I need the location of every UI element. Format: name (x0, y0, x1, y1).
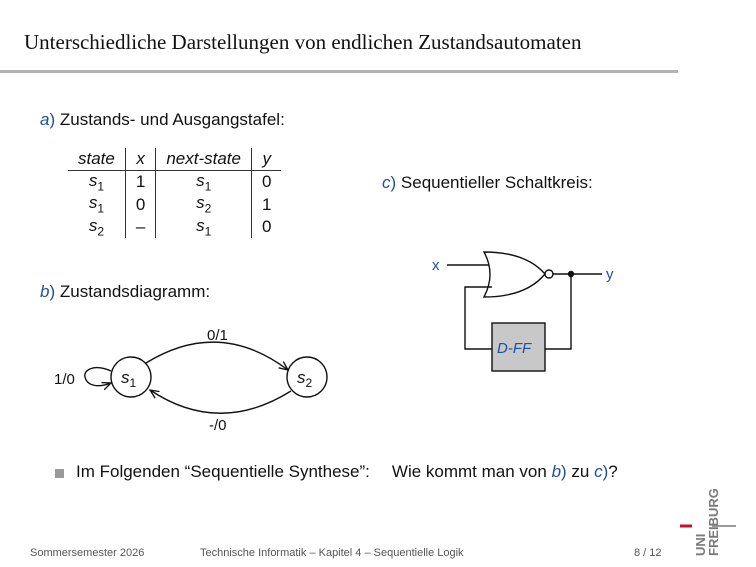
table-header-y: y (251, 148, 282, 171)
table-cell-y: 0 (261, 216, 272, 236)
footer-semester: Sommersemester 2026 (30, 547, 145, 559)
wire-feedback-left (464, 286, 492, 350)
bullet-question-mid: zu (566, 462, 595, 481)
table-cell-next-state: s1 (155, 170, 252, 194)
table-cell-state: s1 (68, 170, 126, 194)
footer-page-number: 8 / 12 (634, 547, 662, 559)
section-b-heading: b) Zustandsdiagramm: (40, 282, 210, 302)
bullet-marker (55, 469, 64, 478)
table-cell-x: 0 (125, 193, 157, 216)
table-row: s1 0 s2 1 (68, 193, 281, 216)
state-node-s1 (110, 356, 152, 398)
edge-label-self-loop: 1/0 (54, 371, 75, 388)
table-header-state: state (68, 148, 126, 171)
state-node-s2 (286, 356, 328, 398)
table-cell-y: 0 (261, 172, 272, 192)
edge-label-bottom: -/0 (209, 417, 227, 434)
table-header-next-state: next-state (155, 148, 252, 171)
state-output-table: state x next-state y s1 1 s1 0 s1 0 s2 1… (68, 148, 282, 239)
bullet-ref-c-paren: ) (602, 462, 609, 481)
bullet-statement: Im Folgenden “Sequentielle Synthese”: (76, 462, 370, 481)
table-header-row: state x next-state y (68, 148, 282, 171)
table-cell-x: 1 (125, 170, 157, 194)
table-header-x: x (125, 148, 157, 171)
bullet-question-end: ? (608, 462, 618, 481)
section-b-paren: ) (49, 282, 56, 301)
table-cell-state: s1 (68, 193, 126, 216)
circuit-input-label: x (432, 257, 440, 274)
bullet-ref-c: c (594, 462, 603, 481)
bullet-question-pre: Wie kommt man von (391, 462, 552, 481)
logo-text-uni: UNI (693, 534, 708, 556)
edge-s1-to-s2 (145, 341, 288, 370)
footer-course: Technische Informatik – Kapitel 4 – Sequ… (200, 547, 464, 559)
bullet-ref-b: b (551, 462, 562, 481)
edge-label-top: 0/1 (207, 327, 228, 344)
university-logo: UNI FREIBURG (680, 488, 736, 556)
section-c-paren: ) (390, 173, 397, 192)
section-a-text: Zustands- und Ausgangstafel: (55, 110, 285, 129)
section-c-label: c (382, 173, 391, 192)
edge-s2-to-s1 (150, 390, 292, 414)
bullet-ref-b-paren: ) (561, 462, 567, 481)
junction-dot (567, 270, 575, 278)
table-row: s1 1 s1 0 (68, 170, 281, 194)
title-rule (0, 70, 678, 73)
section-c-heading: c) Sequentieller Schaltkreis: (382, 173, 593, 193)
edge-s1-self-loop (84, 367, 111, 386)
state-label-s1: s1 (121, 368, 137, 390)
state-label-s2: s2 (297, 368, 313, 390)
table-row: s2 – s1 0 (68, 215, 281, 239)
bullet-text: Im Folgenden “Sequentielle Synthese”: Wie… (76, 462, 618, 482)
section-c-text: Sequentieller Schaltkreis: (396, 173, 593, 192)
wire-feedback-right (545, 274, 572, 350)
table-cell-x: – (125, 215, 157, 239)
section-a-heading: a) Zustands- und Ausgangstafel: (40, 110, 285, 130)
table-cell-next-state: s1 (155, 215, 252, 239)
logo-text-freiburg: FREIBURG (706, 488, 721, 556)
circuit-output-label: y (606, 266, 614, 283)
table-cell-state: s2 (68, 215, 126, 239)
section-a-label: a (40, 110, 50, 129)
table-cell-y: 1 (261, 194, 272, 214)
d-flipflop-label: D-FF (497, 340, 532, 357)
d-flipflop-box (491, 322, 546, 372)
section-b-text: Zustandsdiagramm: (55, 282, 211, 301)
section-a-paren: ) (49, 110, 56, 129)
nor-inversion-bubble (544, 269, 554, 279)
table-cell-next-state: s2 (155, 193, 252, 216)
slide-title: Unterschiedliche Darstellungen von endli… (24, 30, 582, 54)
section-b-label: b (40, 282, 50, 301)
nor-gate (482, 251, 546, 298)
